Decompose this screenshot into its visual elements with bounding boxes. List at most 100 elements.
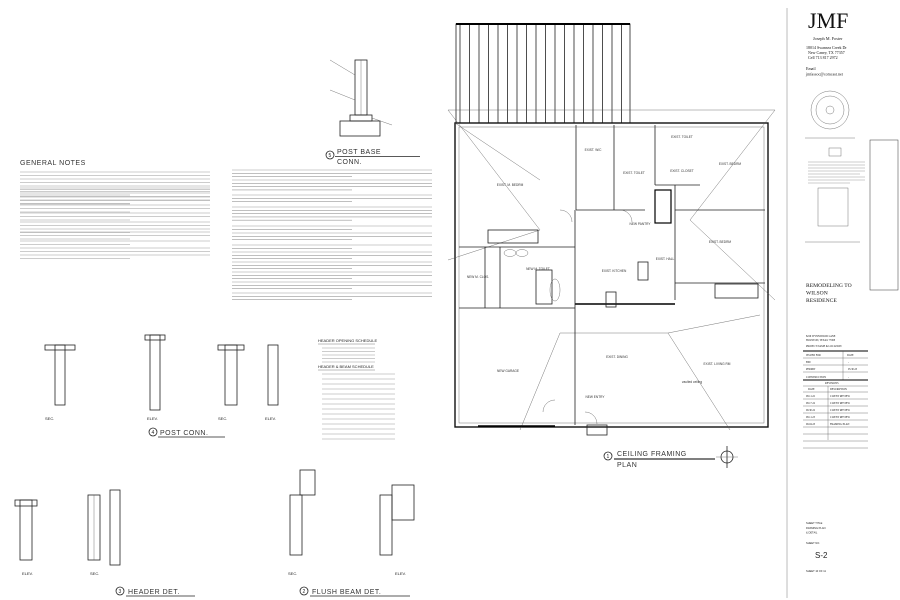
post-conn-title: POST CONN.: [160, 430, 208, 437]
date-header: DATE: [847, 354, 854, 357]
sec-label: SEC.: [90, 571, 99, 576]
room-label: NEW M. TOILET: [526, 267, 550, 271]
issued-for-header: ISSUED FOR: [806, 354, 821, 357]
project-address-1: 8226 WYNNWOOD LANE: [806, 335, 836, 338]
room-label: EXIST. TOILET: [623, 171, 645, 175]
plan-title-2: PLAN: [617, 462, 637, 469]
post-conn-detail: SEC. ELEV. SEC. ELEV. 4 POST CONN.: [44, 334, 279, 438]
revision-description: CLIENT REVIEW: [830, 402, 850, 405]
elev-label: ELEV.: [395, 571, 406, 576]
detail-number: 3: [119, 589, 122, 595]
detail-number: 5: [329, 153, 332, 159]
room-label: EXIST. HALL: [656, 257, 675, 261]
post-base-detail: [329, 59, 393, 137]
email: jmfassoc@comcast.net: [805, 72, 844, 77]
project-title-1: REMODELING TO: [806, 283, 852, 289]
engineer-seal: [810, 90, 850, 130]
project-title-3: RESIDENCE: [806, 298, 837, 304]
sheet-count: SHEET 10 OF 11: [806, 569, 826, 573]
room-label: NEW GARAGE: [497, 369, 519, 373]
header-detail: ELEV. SEC. 3 HEADER DET.: [14, 489, 195, 597]
room-label: EXIST. CLOSET: [670, 169, 693, 173]
room-label: NEW M. CLOS.: [467, 275, 489, 279]
rev-desc-header: DESCRIPTION: [830, 388, 847, 391]
revision-description: CLIENT REVIEW: [830, 409, 850, 412]
issue-row: PERMIT: [806, 368, 816, 371]
notice-text: [808, 161, 865, 184]
flush-beam-title: FLUSH BEAM DET.: [312, 589, 381, 596]
room-label: EXIST. TOILET: [671, 135, 693, 139]
room-label: NEW ENTRY: [585, 395, 605, 399]
revision-date: 08.11.23: [806, 416, 816, 419]
revisions-title: REVISIONS: [825, 382, 839, 385]
post-base-title-2: CONN.: [337, 159, 362, 166]
revision-description: FRAMING PLAN: [830, 423, 850, 426]
room-label: vaulted ceiling: [682, 380, 702, 384]
rev-date-header: DATE: [808, 388, 815, 391]
project-address-2: HOUSTON, TEXAS 77008: [806, 339, 836, 342]
general-notes: GENERAL NOTES: [20, 160, 432, 300]
room-label: EXIST. BEDRM: [719, 162, 741, 166]
north-arrow-icon: [716, 446, 738, 468]
header-det-title: HEADER DET.: [128, 589, 180, 596]
interior-walls: [459, 125, 765, 436]
issue-table: ISSUED FOR DATE BID - PERMIT 05.30.23 CO…: [803, 350, 868, 381]
room-label: EXIST. LIVING RM: [704, 362, 731, 366]
post-base-title-1: POST BASE: [337, 149, 381, 156]
flush-beam-detail: SEC. ELEV. 2 FLUSH BEAM DET.: [288, 469, 415, 597]
room-label: EXIST. KITCHEN: [602, 269, 627, 273]
pergola-framing: [455, 23, 631, 124]
sheet-number: S-2: [815, 551, 828, 560]
room-label: EXIST. M. BEDRM: [497, 183, 524, 187]
room-label: EXIST. DINING: [606, 355, 628, 359]
title-block: JMF Joseph M. Foster 18014 Swansea Creek…: [803, 8, 899, 573]
revision-description: CLIENT REVIEW: [830, 416, 850, 419]
issue-date: 05.30.23: [848, 368, 858, 371]
plan-number: 1: [607, 454, 610, 460]
revision-date: 08.17.22: [806, 402, 816, 405]
elev-label: ELEV.: [265, 416, 276, 421]
issue-row: CONSTRUCTION: [806, 376, 826, 379]
sec-label: SEC.: [218, 416, 227, 421]
plan-title-1: CEILING FRAMING: [617, 451, 687, 458]
sheet-title-label: SHEET TITLE: [806, 521, 823, 525]
general-notes-title: GENERAL NOTES: [20, 160, 86, 167]
revision-description: CLIENT REVIEW: [830, 395, 850, 398]
sheet-no-label: SHEET NO.: [806, 541, 820, 545]
issue-row: BID: [806, 361, 811, 364]
jmf-logo: JMF: [808, 8, 848, 33]
address-line1: 18014 Swansea Creek Dr: [806, 45, 847, 50]
revision-date: 09.30.22: [806, 409, 816, 412]
post-base-conn-title: 5 POST BASE CONN.: [325, 149, 420, 166]
sheet-title-2: & DETAIL: [806, 531, 818, 535]
address-line2: New Caney, TX 77357: [808, 50, 845, 56]
email-label: Email: [806, 66, 816, 71]
revision-date: 08.11.22: [806, 395, 816, 398]
stamp-box: [828, 147, 842, 157]
detail-number: 2: [303, 589, 306, 595]
issue-date: -: [848, 376, 849, 379]
sheet-title-1: FRAMING PLAN: [806, 526, 826, 530]
project-name-label: PROJECT NAME & LOCATION: [806, 345, 842, 348]
revision-date: 09.04.23: [806, 423, 816, 426]
designer-name: Joseph M. Foster: [813, 36, 843, 41]
elev-label: ELEV.: [22, 571, 33, 576]
header-beam-schedule-title: HEADER & BEAM SCHEDULE: [318, 364, 374, 369]
issue-date: -: [848, 361, 849, 364]
room-label: EXIST. W/C: [585, 148, 603, 152]
elev-label: ELEV.: [147, 416, 158, 421]
header-schedules: HEADER OPENING SCHEDULE HEADER & BEAM SC…: [318, 338, 395, 440]
seal-area: [805, 187, 860, 243]
ceiling-framing-plan: EXIST. M. BEDRM EXIST. W/C EXIST. TOILET EX…: [447, 23, 776, 469]
sec-label: SEC.: [288, 571, 297, 576]
room-labels: EXIST. M. BEDRM EXIST. W/C EXIST. TOILET EX…: [467, 135, 742, 399]
sec-label: SEC.: [45, 416, 54, 421]
header-opening-schedule-title: HEADER OPENING SCHEDULE: [318, 338, 377, 343]
room-label: NEW PANTRY: [630, 222, 652, 226]
exterior-walls: [454, 122, 769, 428]
phone: Cell 713 817 2972: [808, 55, 838, 60]
room-label: EXIST. BEDRM: [709, 240, 731, 244]
project-title-2: WILSON: [806, 291, 828, 297]
